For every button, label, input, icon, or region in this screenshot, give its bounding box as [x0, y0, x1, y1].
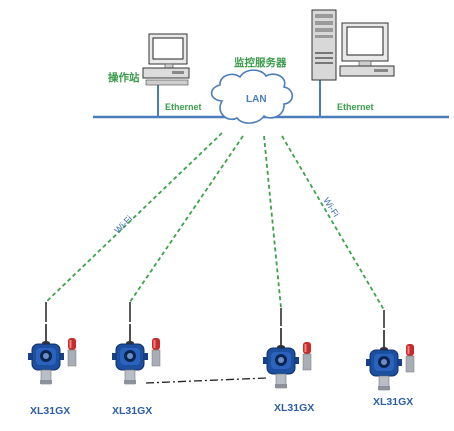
ethernet-label-right: Ethernet: [337, 102, 374, 112]
lan-cloud-icon: [210, 69, 294, 124]
gas-detector-icon: [27, 323, 77, 385]
gas-detector-icon: [111, 323, 161, 385]
operator-station-label: 操作站: [108, 71, 140, 84]
device-label: XL31GX: [30, 405, 70, 417]
wifi-label-left: Wi-Fi: [112, 213, 134, 235]
device-label: XL31GX: [373, 396, 413, 408]
device-label: XL31GX: [112, 405, 152, 417]
wired-link: [145, 377, 267, 384]
monitor-server-label: 监控服务器: [234, 56, 287, 69]
server-computer-icon: [311, 9, 395, 81]
operator-computer-icon: [142, 33, 190, 86]
antenna-leads: [45, 302, 385, 328]
wifi-links: [45, 132, 385, 311]
lan-label: LAN: [246, 94, 267, 105]
gas-detector-icon: [262, 327, 312, 389]
wifi-link-2: [129, 135, 244, 303]
wifi-link-3: [263, 135, 282, 309]
device-label: XL31GX: [274, 402, 314, 414]
gas-detector-icon: [365, 329, 415, 391]
wifi-label-right: Wi-Fi: [321, 196, 341, 219]
wifi-link-1: [45, 132, 223, 303]
ethernet-label-left: Ethernet: [165, 102, 202, 112]
wifi-link-4: [281, 135, 385, 311]
